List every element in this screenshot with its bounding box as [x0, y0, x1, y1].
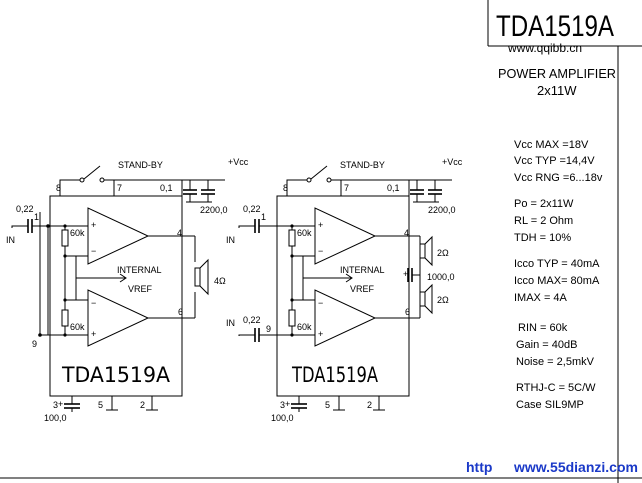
internal-label-2: INTERNAL	[340, 265, 385, 275]
cap-2200-label-2: 2200,0	[428, 205, 456, 215]
svg-text:−: −	[91, 246, 96, 256]
svg-text:+: +	[285, 399, 290, 409]
speaker-bottom-icon	[419, 291, 426, 307]
watermark-left: http	[466, 459, 492, 475]
amp-top	[87, 207, 150, 265]
pin-2-2: 2	[367, 400, 372, 410]
resistor-bottom-label-2: 60k	[297, 322, 312, 332]
resistor-bottom-2	[288, 309, 296, 327]
svg-text:−: −	[318, 298, 323, 308]
spec-vcc-rng: Vcc RNG =6...18v	[514, 172, 603, 184]
resistor-top-2	[288, 229, 296, 247]
pin-4: 4	[177, 228, 182, 238]
spec-icco-typ: Icco TYP = 40mA	[514, 258, 600, 270]
svg-text:+: +	[58, 399, 63, 409]
vcc-label-2: +Vcc	[442, 157, 463, 167]
circuit-1: STAND-BY +Vcc 0,1 2200,0 8 7 1 4 6 9 3 5…	[6, 157, 249, 423]
spec-gain: Gain = 40dB	[516, 339, 577, 351]
cap-100-label-2: 100,0	[271, 413, 294, 423]
pin-5-2: 5	[325, 400, 330, 410]
pin-8: 8	[56, 183, 61, 193]
svg-text:+: +	[91, 220, 96, 230]
spec-vcc-max: Vcc MAX =18V	[514, 139, 589, 151]
pin-9-2: 9	[266, 324, 271, 334]
input-cap-label: 0,22	[16, 204, 34, 214]
spec-imax: IMAX = 4A	[514, 292, 568, 304]
speaker-icon	[194, 267, 201, 287]
load-label: 4Ω	[214, 276, 226, 286]
amp-bottom-2	[314, 289, 377, 347]
cap-01-label-2: 0,1	[387, 183, 400, 193]
input-cap-label-bottom: 0,22	[243, 315, 261, 325]
website-text: www.qqibb.cn	[507, 41, 582, 55]
pin-5: 5	[98, 400, 103, 410]
input-label: IN	[6, 235, 15, 245]
pin-4-2: 4	[404, 228, 409, 238]
spec-list: Vcc MAX =18V Vcc TYP =14,4V Vcc RNG =6..…	[514, 139, 603, 411]
svg-text:+: +	[91, 329, 96, 339]
spec-case: Case SIL9MP	[516, 399, 584, 411]
svg-text:+: +	[403, 269, 408, 279]
pin-3-2: 3	[280, 400, 285, 410]
pin-8-2: 8	[283, 183, 288, 193]
ic-body-2	[276, 195, 410, 397]
resistor-bottom	[61, 309, 69, 327]
pin-9: 9	[32, 339, 37, 349]
svg-text:−: −	[91, 298, 96, 308]
input-label-top: IN	[226, 235, 235, 245]
resistor-top-label-2: 60k	[297, 228, 312, 238]
pin-6: 6	[178, 307, 183, 317]
subtitle-line-2: 2x11W	[537, 83, 577, 98]
pin-1-2: 1	[261, 212, 266, 222]
watermark-right: www.55dianzi.com	[513, 459, 638, 475]
part-number-title: TDA1519A	[496, 10, 614, 43]
svg-text:−: −	[318, 246, 323, 256]
cap-100-label: 100,0	[44, 413, 67, 423]
cap-2200-label: 2200,0	[200, 205, 228, 215]
ic-body	[49, 195, 183, 397]
vref-label-2: VREF	[350, 284, 375, 294]
spec-icco-max: Icco MAX= 80mA	[514, 275, 600, 287]
pin-7: 7	[117, 183, 122, 193]
vcc-label: +Vcc	[228, 157, 249, 167]
spec-rl: RL = 2 Ohm	[514, 215, 573, 227]
chip-label: TDA1519A	[61, 363, 170, 387]
resistor-bottom-label: 60k	[70, 322, 85, 332]
standby-label: STAND-BY	[118, 160, 163, 170]
chip-label-2: TDA1519A	[291, 363, 378, 387]
speaker-top-icon	[419, 243, 426, 259]
pin-2: 2	[140, 400, 145, 410]
pin-1: 1	[34, 212, 39, 222]
spec-rthj: RTHJ-C = 5C/W	[516, 382, 596, 394]
pin-7-2: 7	[344, 183, 349, 193]
pin-6-2: 6	[405, 307, 410, 317]
amp-bottom	[87, 289, 150, 347]
spec-rin: RIN = 60k	[518, 322, 568, 334]
spec-po: Po = 2x11W	[514, 198, 574, 210]
svg-text:+: +	[318, 220, 323, 230]
resistor-top	[61, 229, 69, 247]
spec-noise: Noise = 2,5mkV	[516, 356, 595, 368]
amp-top-2	[314, 207, 377, 265]
standby-switch-2	[310, 165, 328, 180]
input-label-bottom: IN	[226, 318, 235, 328]
subtitle-line-1: POWER AMPLIFIER	[498, 66, 616, 81]
internal-label: INTERNAL	[117, 265, 162, 275]
load-bottom-label: 2Ω	[437, 295, 449, 305]
spec-vcc-typ: Vcc TYP =14,4V	[514, 155, 595, 167]
standby-switch	[83, 165, 101, 180]
standby-label-2: STAND-BY	[340, 160, 385, 170]
load-top-label: 2Ω	[437, 248, 449, 258]
resistor-top-label: 60k	[70, 228, 85, 238]
cap-01-label: 0,1	[160, 183, 173, 193]
input-cap-label-top: 0,22	[243, 204, 261, 214]
svg-text:+: +	[318, 329, 323, 339]
pin-3: 3	[53, 400, 58, 410]
spec-tdh: TDH = 10%	[514, 232, 571, 244]
circuit-2: STAND-BY +Vcc 0,1 2200,0 8 7 1 4 6 9 3 5…	[226, 157, 463, 423]
bridge-cap-label: 1000,0	[427, 272, 455, 282]
vref-label: VREF	[128, 284, 153, 294]
